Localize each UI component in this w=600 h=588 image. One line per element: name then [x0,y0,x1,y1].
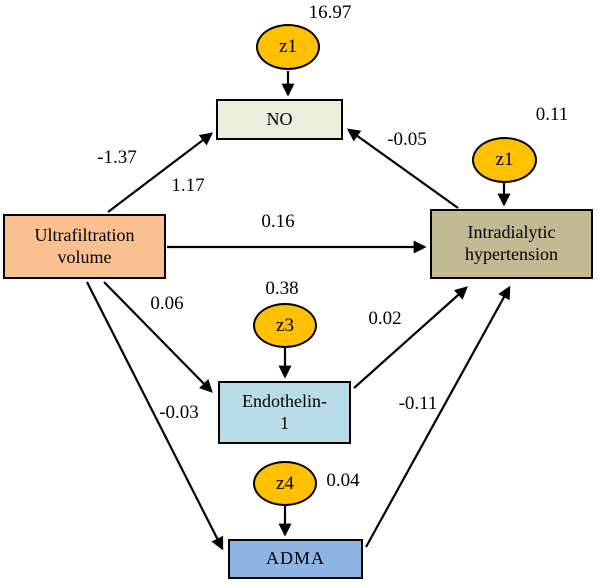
error-term-z1-intradialytic: z1 [472,137,537,183]
arrow-adma-to-intradialytic [365,285,511,548]
arrow-endothelin-to-intradialytic [353,286,468,389]
error-term-z1-no: z1 [256,24,320,70]
arrow-intradialytic-to-no [346,128,459,209]
arrow-ultrafiltration-to-endothelin [103,281,213,393]
variance-z3: 0.38 [265,278,299,299]
variance-z4: 0.04 [326,470,360,491]
variance-z1-no: 16.97 [308,2,352,23]
coefficient-ultrafiltration-no-lower: 1.17 [171,175,205,196]
node-no: NO [216,99,343,140]
coefficient-ultrafiltration-intradialytic: 0.16 [261,211,295,232]
node-intradialytic-hypertension: Intradialytic hypertension [430,209,593,279]
coefficient-ultrafiltration-endothelin: 0.06 [150,293,184,314]
node-ultrafiltration-volume: Ultrafiltration volume [3,214,166,279]
variance-z1-intradialytic: 0.11 [535,104,569,125]
error-term-z4: z4 [253,461,317,506]
coefficient-intradialytic-no: -0.05 [387,129,427,150]
coefficient-ultrafiltration-adma: -0.03 [159,402,199,423]
error-term-z3: z3 [253,303,317,348]
coefficient-endothelin-intradialytic: 0.02 [368,308,402,329]
arrow-ultrafiltration-to-no [107,132,214,213]
node-adma: ADMA [228,539,363,579]
coefficient-adma-intradialytic: -0.11 [398,393,438,414]
arrow-ultrafiltration-to-adma [86,281,224,551]
coefficient-ultrafiltration-no-upper: -1.37 [97,147,137,168]
node-endothelin-1: Endothelin- 1 [218,381,351,444]
